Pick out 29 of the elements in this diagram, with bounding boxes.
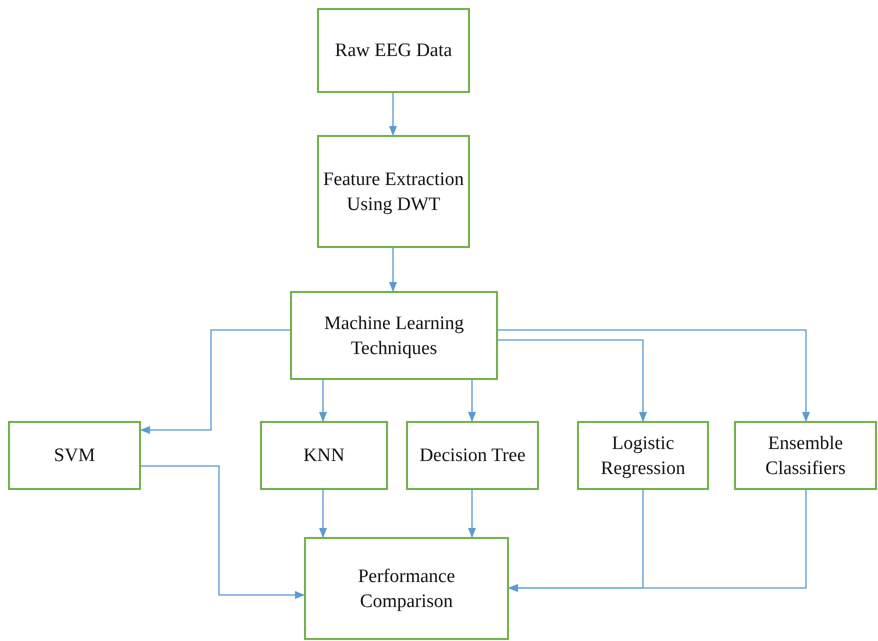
process-box xyxy=(304,537,509,640)
process-box xyxy=(260,421,388,490)
arrow xyxy=(319,490,327,538)
box-label: Logistic Regression xyxy=(600,432,686,480)
arrow xyxy=(508,490,807,592)
process-box xyxy=(8,421,141,490)
process-box xyxy=(290,291,498,380)
arrow xyxy=(389,248,397,292)
arrow xyxy=(468,490,476,538)
box-label: Decision Tree xyxy=(419,444,526,468)
arrow xyxy=(319,380,327,422)
box-label: KNN xyxy=(303,444,345,468)
arrow xyxy=(389,93,397,136)
arrow xyxy=(140,329,290,434)
box-label: Raw EEG Data xyxy=(334,39,452,63)
box-label: SVM xyxy=(54,444,96,468)
process-box xyxy=(317,135,470,248)
box-label: Performance Comparison xyxy=(356,564,456,614)
process-box xyxy=(406,421,539,490)
box-label: Ensemble Classifiers xyxy=(764,432,847,480)
arrow xyxy=(141,465,305,599)
arrow xyxy=(498,329,810,422)
arrow xyxy=(498,339,647,422)
box-label: Feature Extraction Using DWT xyxy=(323,168,464,216)
box-label: Machine Learning Techniques xyxy=(323,312,465,360)
process-box xyxy=(734,421,877,490)
process-box xyxy=(577,421,709,490)
process-box xyxy=(317,8,470,93)
arrow xyxy=(468,380,476,422)
